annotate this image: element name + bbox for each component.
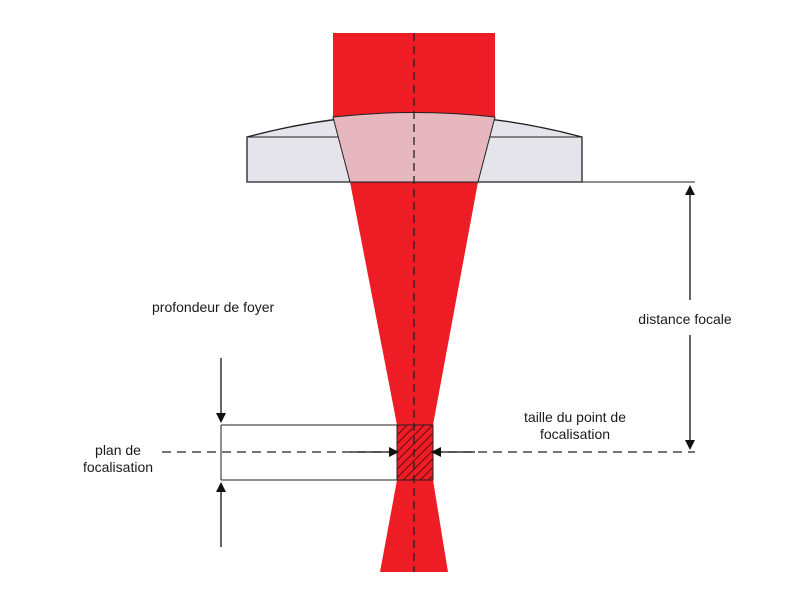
depth-of-focus-label: profondeur de foyer: [152, 299, 275, 315]
spot-size-label: taille du point de focalisation: [490, 409, 660, 443]
focal-plane-label: plan de focalisation: [68, 442, 168, 476]
converging-beam: [350, 182, 478, 425]
focal-length-label: distance focale: [638, 311, 732, 327]
focal-plane-label-line1: plan de: [95, 442, 141, 458]
focus-spot: [396, 424, 434, 481]
beam-in-lens: [332, 112, 496, 183]
diverging-beam: [380, 480, 448, 572]
spot-size-label-line1: taille du point de: [524, 409, 626, 425]
focal-plane-label-line2: focalisation: [82, 459, 154, 475]
spot-size-label-line2: focalisation: [539, 426, 611, 442]
